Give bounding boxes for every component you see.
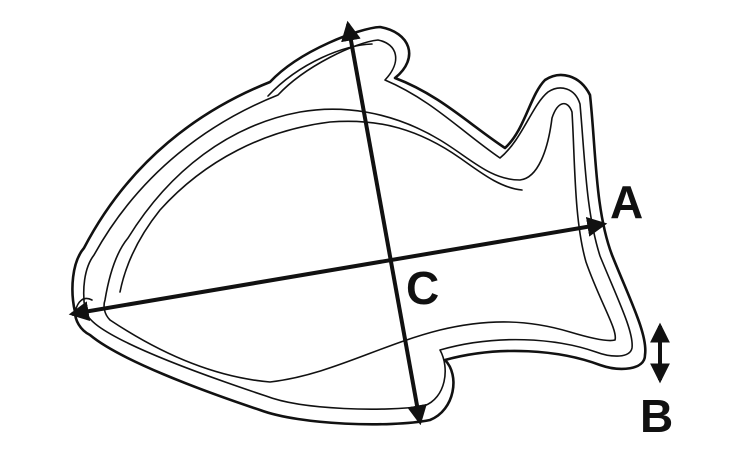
dimension-line-a <box>68 216 608 322</box>
label-c: C <box>406 262 439 314</box>
label-a: A <box>610 176 643 228</box>
label-b: B <box>640 390 673 442</box>
dimension-labels: A C B <box>406 176 673 442</box>
dimension-line-c <box>341 20 427 426</box>
dimension-lines <box>68 20 670 426</box>
